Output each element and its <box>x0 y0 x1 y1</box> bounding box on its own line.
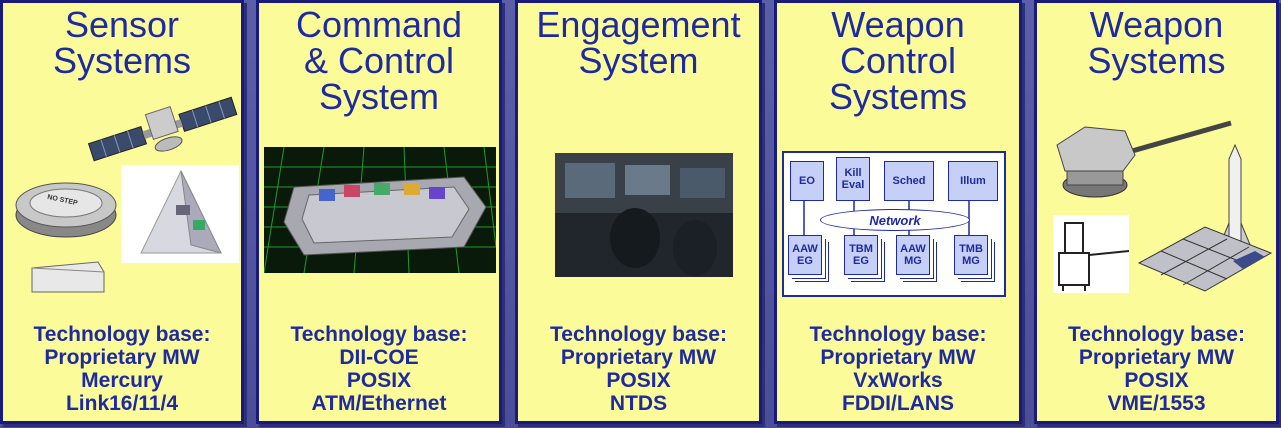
box-label: EO <box>799 175 815 187</box>
operators-console-image <box>555 153 733 277</box>
kill-eval-box: Kill Eval <box>836 157 870 201</box>
technology-base: Technology base: Proprietary MW Mercury … <box>3 323 241 415</box>
gun-turret-icon <box>1056 120 1232 198</box>
wcs-block-diagram: EO Kill Eval Sched Illum Network AAW EG … <box>782 151 1006 297</box>
box-label: AAW MG <box>900 243 926 267</box>
box-label: TBM EG <box>849 243 873 267</box>
tech-line: Link16/11/4 <box>65 392 179 415</box>
network-bus: Network <box>820 209 970 231</box>
title-line: Systems <box>1087 40 1226 81</box>
tech-line: Technology base: <box>1068 323 1245 346</box>
launcher-figure-image <box>1053 215 1130 293</box>
panel-weapon-systems: Weapon Systems Technology base: Propriet… <box>1034 0 1279 424</box>
illum-box: Illum <box>948 161 998 201</box>
tech-line: POSIX <box>346 369 412 392</box>
tech-line: Mercury <box>81 369 163 392</box>
tech-line: POSIX <box>606 369 671 392</box>
box-label: AAW EG <box>792 243 818 267</box>
tech-line: VME/1553 <box>1107 392 1206 415</box>
title-line: System <box>318 76 440 117</box>
panel-command-control: Command & Control System Technology base… <box>256 0 502 424</box>
network-label: Network <box>869 212 921 228</box>
tech-line: Proprietary MW <box>820 346 976 369</box>
title-line: & Control <box>303 40 455 81</box>
satellite-icon <box>87 96 238 162</box>
tmb-mg-box: TMB MG <box>954 235 988 275</box>
box-label: Illum <box>960 175 986 187</box>
box-label: Sched <box>892 175 926 187</box>
pyramid-antenna-image <box>121 165 239 263</box>
title-line: Systems <box>52 40 192 81</box>
sched-box: Sched <box>884 161 934 201</box>
technology-base: Technology base: DII-COE POSIX ATM/Ether… <box>259 323 499 415</box>
vertical-launch-grid-icon <box>1137 226 1273 292</box>
panel-engagement-system: Engagement System Technology base: Propr… <box>515 0 762 424</box>
tech-line: Technology base: <box>809 323 987 346</box>
panel-sensor-systems: Sensor Systems NO STEP Technology base <box>0 0 244 424</box>
tbm-eg-box: TBM EG <box>844 235 878 275</box>
sensor-dome-icon <box>15 182 117 238</box>
tech-line: VxWorks <box>853 369 943 392</box>
title-line: Systems <box>828 76 968 117</box>
aaw-eg-box: AAW EG <box>788 235 822 275</box>
tech-line: POSIX <box>1124 369 1189 392</box>
technology-base: Technology base: Proprietary MW POSIX VM… <box>1037 323 1276 415</box>
panel-weapon-control-systems: Weapon Control Systems EO Kill Eval Sche… <box>774 0 1022 424</box>
aaw-mg-box: AAW MG <box>896 235 930 275</box>
tech-line: Proprietary MW <box>560 346 717 369</box>
technology-base: Technology base: Proprietary MW POSIX NT… <box>518 323 759 415</box>
title-line: Weapon <box>831 4 965 45</box>
tech-line: NTDS <box>609 392 668 415</box>
panel-title: Engagement System <box>518 7 759 79</box>
radar-housing-icon <box>31 261 105 293</box>
tech-line: Technology base: <box>290 323 468 346</box>
tech-line: Technology base: <box>550 323 727 346</box>
title-line: Sensor <box>64 4 180 45</box>
tech-line: Proprietary MW <box>1078 346 1235 369</box>
command-center-image <box>264 147 496 273</box>
panel-title: Weapon Systems <box>1037 7 1276 79</box>
title-line: System <box>578 40 699 81</box>
tech-line: DII-COE <box>339 346 419 369</box>
title-line: Command <box>295 4 463 45</box>
box-label: Kill Eval <box>841 167 865 191</box>
panel-title: Command & Control System <box>259 7 499 115</box>
panel-title: Weapon Control Systems <box>777 7 1019 115</box>
eo-box: EO <box>790 161 824 201</box>
title-line: Weapon <box>1089 4 1224 45</box>
tech-line: Technology base: <box>33 323 211 346</box>
tech-line: Proprietary MW <box>44 346 200 369</box>
technology-base: Technology base: Proprietary MW VxWorks … <box>777 323 1019 415</box>
title-line: Control <box>839 40 957 81</box>
box-label: TMB MG <box>959 243 983 267</box>
title-line: Engagement <box>536 4 741 45</box>
tech-line: FDDI/LANS <box>842 392 954 415</box>
panel-title: Sensor Systems <box>3 7 241 79</box>
tech-line: ATM/Ethernet <box>311 392 447 415</box>
